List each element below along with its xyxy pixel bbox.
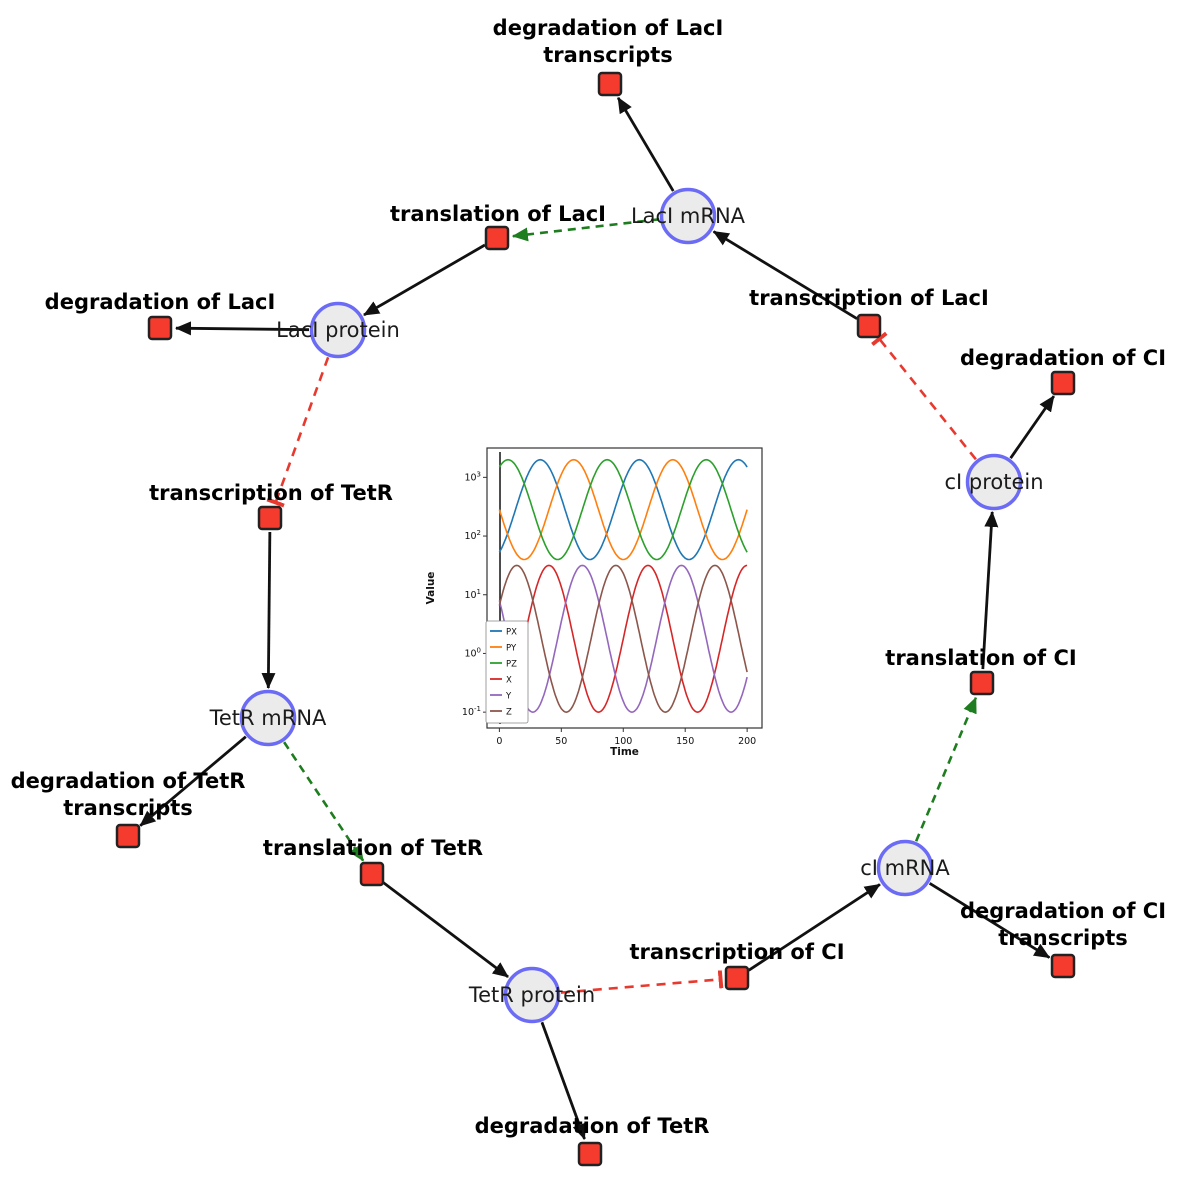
species-label-lacI_mRNA: LacI mRNA [631,204,746,228]
y-tick-10e2: 102 [464,529,481,542]
x-tick-100: 100 [614,736,632,747]
species-node-cI_protein[interactable] [965,453,1023,511]
reaction-node-deg_cI[interactable] [1050,370,1076,396]
legend-entry-X: X [506,676,512,686]
y-axis-label: Value [425,572,437,605]
reaction-node-deg_tetR_tx[interactable] [115,823,141,849]
reaction-label-transl_lacI: translation of LacI [390,202,606,226]
legend-entry-PZ: PZ [506,660,517,670]
x-axis-label: Time [610,746,639,758]
edge-tetR_mRNA-transl_tetR-modifier [283,741,365,862]
reaction-node-deg_cI_tx[interactable] [1050,953,1076,979]
y-tick-10e-1: 10-1 [462,705,481,718]
reaction-node-deg_lacI_tx[interactable] [597,71,623,97]
edge-cI_protein-deg_cI-reactant [1009,395,1055,460]
series-line-Z [498,564,748,714]
series-line-X [499,564,748,714]
y-tick-10e1: 101 [464,588,481,601]
edge-lacI_protein-txn_tetR-inhibitor [266,356,330,508]
legend-entry-Z: Z [506,708,512,718]
y-tick-10e0: 100 [464,646,481,659]
series-line-PZ [498,458,748,561]
edge-lacI_mRNA-deg_lacI_tx-reactant [616,96,675,192]
edge-transl_tetR-tetR_protein-product [382,881,509,979]
reaction-node-txn_lacI[interactable] [856,313,882,339]
reaction-label-transl_tetR: translation of TetR [263,836,483,860]
edge-txn_cI-cI_mRNA-product [747,883,881,972]
edge-tetR_mRNA-deg_tetR_tx-reactant [139,735,247,827]
x-tick-0: 0 [496,736,502,747]
species-label-lacI_protein: LacI protein [276,318,400,342]
reaction-label-deg_tetR_tx-line2: transcripts [63,796,193,820]
reaction-label-deg_lacI: degradation of LacI [45,290,276,314]
reaction-label-deg_lacI_tx-line2: transcripts [543,43,673,67]
species-label-tetR_mRNA: TetR mRNA [209,706,327,730]
legend-entry-Y: Y [505,692,512,702]
reaction-node-transl_cI[interactable] [969,670,995,696]
species-label-cI_mRNA: cI mRNA [860,856,950,880]
reaction-label-txn_tetR: transcription of TetR [149,481,393,505]
edge-transl_cI-cI_protein-product [981,510,999,670]
reaction-label-deg_tetR_tx-line1: degradation of TetR [11,769,246,793]
reaction-node-txn_cI[interactable] [724,965,750,991]
species-label-tetR_protein: TetR protein [468,983,595,1007]
legend-entry-PY: PY [506,644,517,654]
edge-tetR_protein-txn_cI-inhibitor [560,970,724,994]
species-node-tetR_protein[interactable] [503,966,561,1024]
y-tick-10e3: 103 [464,470,481,483]
edge-txn_lacI-lacI_mRNA-product [712,230,858,320]
edge-transl_lacI-lacI_protein-product [363,243,486,317]
edge-lacI_mRNA-transl_lacI-modifier [511,218,660,242]
x-tick-200: 200 [738,736,756,747]
species-node-lacI_mRNA[interactable] [659,187,717,245]
edge-tetR_protein-deg_tetR-reactant [540,1021,586,1140]
edge-cI_mRNA-transl_cI-modifier [914,696,978,842]
reaction-label-deg_cI: degradation of CI [960,346,1166,370]
x-tick-150: 150 [676,736,694,747]
reaction-node-transl_lacI[interactable] [484,225,510,251]
edge-lacI_protein-deg_lacI-reactant [174,321,310,336]
reaction-label-deg_tetR: degradation of TetR [475,1114,710,1138]
legend-entry-PX: PX [506,628,517,638]
edge-cI_protein-txn_lacI-inhibitor [871,331,977,461]
reaction-label-transl_cI: translation of CI [885,646,1076,670]
edge-cI_mRNA-deg_cI_tx-reactant [928,882,1051,959]
edge-txn_tetR-tetR_mRNA-product [261,531,276,690]
reaction-label-deg_lacI_tx-line1: degradation of LacI [493,16,724,40]
reaction-node-transl_tetR[interactable] [359,861,385,887]
x-tick-50: 50 [555,736,567,747]
reaction-node-deg_lacI[interactable] [147,315,173,341]
reaction-label-deg_cI_tx-line2: transcripts [998,926,1128,950]
species-label-cI_protein: cI protein [944,470,1043,494]
species-node-cI_mRNA[interactable] [876,839,934,897]
reaction-label-txn_cI: transcription of CI [629,940,844,964]
reaction-label-txn_lacI: transcription of LacI [749,286,989,310]
species-node-lacI_protein[interactable] [309,301,367,359]
reaction-node-deg_tetR[interactable] [577,1141,603,1167]
series-line-Y [498,564,748,714]
reaction-label-deg_cI_tx-line1: degradation of CI [960,899,1166,923]
reaction-node-txn_tetR[interactable] [257,505,283,531]
species-node-tetR_mRNA[interactable] [239,689,297,747]
